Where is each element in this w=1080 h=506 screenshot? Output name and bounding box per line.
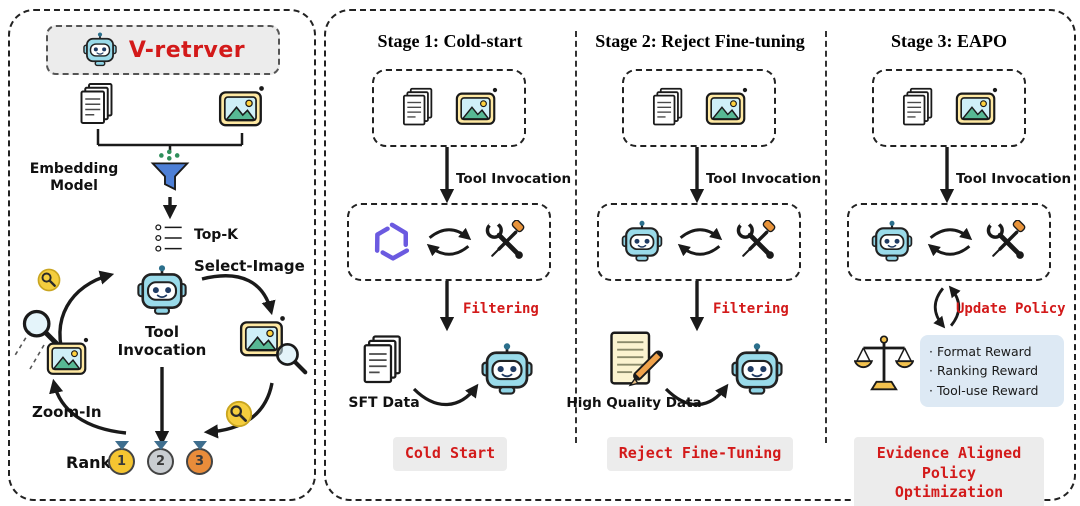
bronze-medal: 3	[186, 448, 213, 475]
stage-1-tool-box	[347, 203, 551, 281]
image-icon	[453, 85, 501, 131]
update-policy-label: Update Policy	[956, 301, 1066, 317]
tool-invocation-label: Tool Invocation	[956, 171, 1072, 187]
robot-icon	[619, 219, 665, 265]
tool-invocation-label: Tool Invocation	[706, 171, 822, 187]
image-icon	[216, 83, 268, 133]
filtering-label: Filtering	[463, 301, 539, 317]
rank-medals: 1 2 3	[108, 448, 213, 475]
silver-medal: 2	[147, 448, 174, 475]
robot-icon	[728, 341, 786, 399]
robot-icon	[478, 341, 536, 399]
eapo-badge: Evidence Aligned Policy Optimization	[854, 437, 1044, 506]
stage-divider	[575, 31, 577, 443]
v-retrver-panel: V-retrver Embedding Model Top-K Tool Inv…	[8, 9, 316, 501]
stage-divider	[825, 31, 827, 443]
filtering-label: Filtering	[713, 301, 789, 317]
stage-1-title: Stage 1: Cold-start	[377, 31, 523, 51]
embedding-model-label: Embedding Model	[29, 161, 119, 194]
tool-use-reward-item: · Tool-use Reward	[929, 382, 1039, 398]
sft-data-label: SFT Data	[348, 395, 420, 411]
image-icon	[953, 85, 1001, 131]
stage-1-footer: Cold Start	[326, 437, 574, 471]
stage-3-source-box	[872, 69, 1026, 147]
top-k-list-icon	[153, 219, 187, 257]
stage-1-cold-start: Stage 1: Cold-start Tool Invocation Filt…	[326, 11, 574, 499]
model-logo-icon	[370, 220, 414, 264]
documents-icon	[397, 86, 441, 130]
gold-medal: 1	[108, 448, 135, 475]
stage-2-reject-fine-tuning: Stage 2: Reject Fine-tuning Tool Invocat…	[566, 11, 824, 499]
stage-2-footer: Reject Fine-Tuning	[576, 437, 824, 471]
zoom-in-label: Zoom-In	[32, 403, 102, 421]
tools-icon	[735, 220, 779, 264]
v-retrver-header: V-retrver	[46, 25, 280, 75]
reject-fine-tuning-badge: Reject Fine-Tuning	[606, 437, 794, 471]
image-icon	[703, 85, 751, 131]
stage-2-title: Stage 2: Reject Fine-tuning	[595, 31, 805, 51]
format-reward-item: · Format Reward	[929, 344, 1032, 359]
stage-3-eapo: Stage 3: EAPO Tool Invocation Update Pol…	[826, 11, 1072, 506]
search-spark-icon	[36, 267, 62, 293]
stage-3-title: Stage 3: EAPO	[891, 31, 1007, 51]
robot-icon	[81, 31, 119, 69]
stage-1-source-box	[372, 69, 526, 147]
cycle-arrows-icon	[422, 224, 476, 260]
robot-icon	[869, 219, 915, 265]
cycle-arrows-icon	[923, 224, 977, 260]
ranking-reward-item: · Ranking Reward	[929, 363, 1039, 379]
cycle-arrows-icon	[673, 224, 727, 260]
tool-invocation-label: Tool Invocation	[456, 171, 572, 187]
documents-icon	[74, 81, 122, 129]
tool-invocation-label: Tool Invocation	[117, 323, 207, 359]
select-magnifier-icon	[272, 339, 310, 377]
high-quality-data-label: High Quality Data	[566, 395, 702, 411]
sft-data-icon	[356, 333, 412, 389]
stage-2-source-box	[622, 69, 776, 147]
high-quality-data-icon	[604, 329, 664, 389]
search-spark-icon	[224, 399, 254, 429]
stages-panel: Stage 1: Cold-start Tool Invocation Filt…	[324, 9, 1076, 506]
tools-icon	[484, 220, 528, 264]
select-image-label: Select-Image	[194, 257, 305, 275]
scales-icon	[854, 333, 914, 393]
cold-start-badge: Cold Start	[392, 437, 508, 471]
embedding-funnel-icon	[147, 149, 193, 195]
v-retrver-title: V-retrver	[128, 37, 246, 63]
tools-icon	[985, 220, 1029, 264]
zoomed-image-icon	[44, 335, 92, 381]
documents-icon	[897, 86, 941, 130]
rewards-box: · Format Reward · Ranking Reward · Tool-…	[920, 335, 1064, 408]
documents-icon	[647, 86, 691, 130]
cycle-arc-select-image	[201, 274, 276, 316]
stage-3-footer: Evidence Aligned Policy Optimization	[826, 437, 1072, 506]
stage-3-tool-box	[847, 203, 1051, 281]
top-k-label: Top-K	[194, 227, 238, 243]
rank-label: Rank	[66, 453, 112, 472]
stage-2-tool-box	[597, 203, 801, 281]
tool-robot-icon	[134, 263, 190, 319]
